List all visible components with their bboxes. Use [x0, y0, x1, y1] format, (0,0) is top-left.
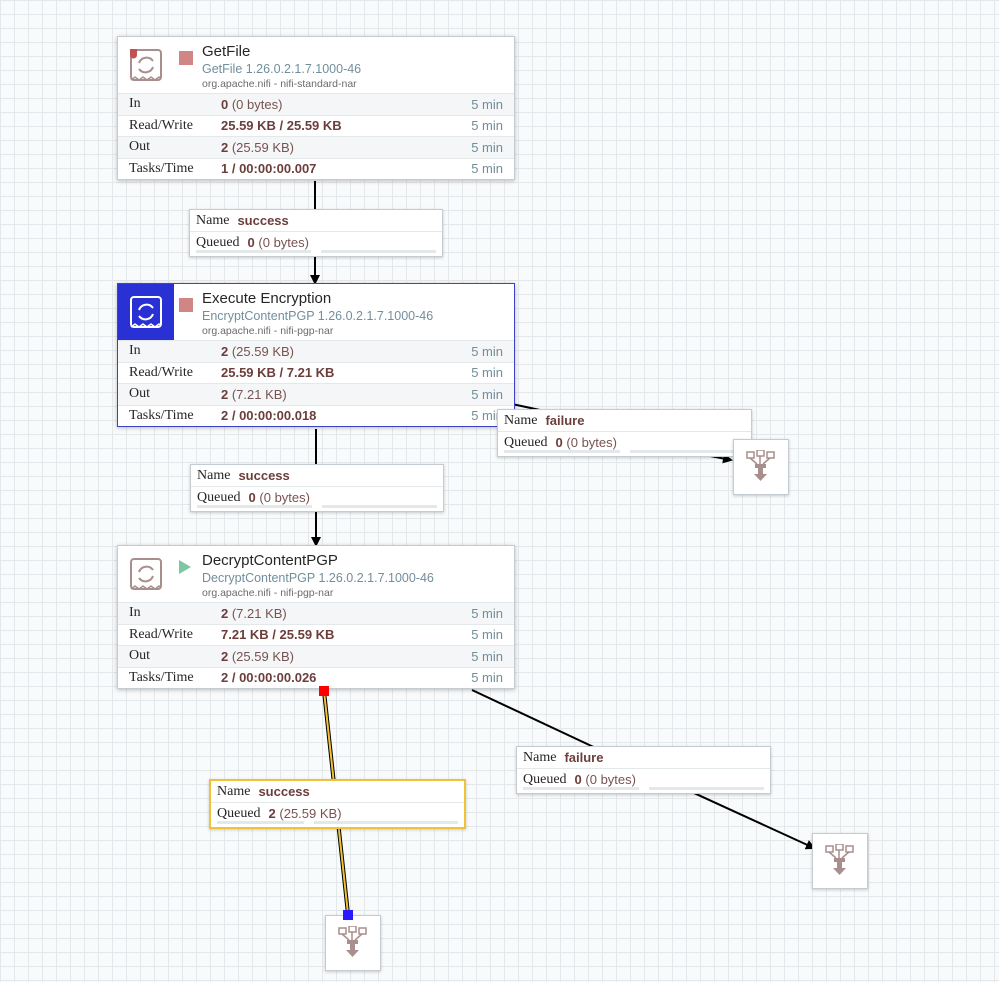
processor-bundle: org.apache.nifi - nifi-pgp-nar — [202, 587, 334, 599]
stopped-state-icon — [179, 51, 193, 65]
processor-bundle: org.apache.nifi - nifi-pgp-nar — [202, 325, 334, 337]
processor-decrypt-content-pgp[interactable]: DecryptContentPGP DecryptContentPGP 1.26… — [117, 545, 515, 689]
processor-name: Execute Encryption — [202, 290, 332, 307]
processor-type: EncryptContentPGP 1.26.0.2.1.7.1000-46 — [202, 309, 434, 323]
queue-progress-bars — [523, 787, 764, 790]
funnel-decrypt-success[interactable] — [325, 915, 381, 971]
processor-icon — [130, 296, 162, 328]
processor-icon — [118, 284, 174, 340]
processor-icon — [118, 546, 174, 602]
processor-name: DecryptContentPGP — [202, 552, 338, 569]
queue-progress-bars — [217, 821, 458, 824]
funnel-icon — [825, 844, 854, 875]
processor-name: GetFile — [202, 43, 251, 60]
processor-icon — [118, 37, 174, 93]
processor-getfile[interactable]: GetFile GetFile 1.26.0.2.1.7.1000-46 org… — [117, 36, 515, 180]
queue-progress-bars — [504, 450, 745, 453]
queue-progress-bars — [196, 250, 436, 253]
connection-target-handle[interactable] — [343, 910, 353, 920]
processor-execute-encryption[interactable]: Execute Encryption EncryptContentPGP 1.2… — [117, 283, 515, 427]
processor-type: GetFile 1.26.0.2.1.7.1000-46 — [202, 62, 362, 76]
processor-type: DecryptContentPGP 1.26.0.2.1.7.1000-46 — [202, 571, 434, 585]
funnel-icon — [746, 450, 775, 481]
connection-source-handle[interactable] — [319, 686, 329, 696]
processor-icon — [130, 49, 162, 81]
funnel-encrypt-failure[interactable] — [733, 439, 789, 495]
funnel-decrypt-failure[interactable] — [812, 833, 868, 889]
running-state-icon — [179, 560, 191, 574]
processor-icon — [130, 558, 162, 590]
funnel-icon — [338, 926, 367, 957]
stopped-state-icon — [179, 298, 193, 312]
queue-progress-bars — [197, 505, 437, 508]
processor-bundle: org.apache.nifi - nifi-standard-nar — [202, 78, 357, 90]
